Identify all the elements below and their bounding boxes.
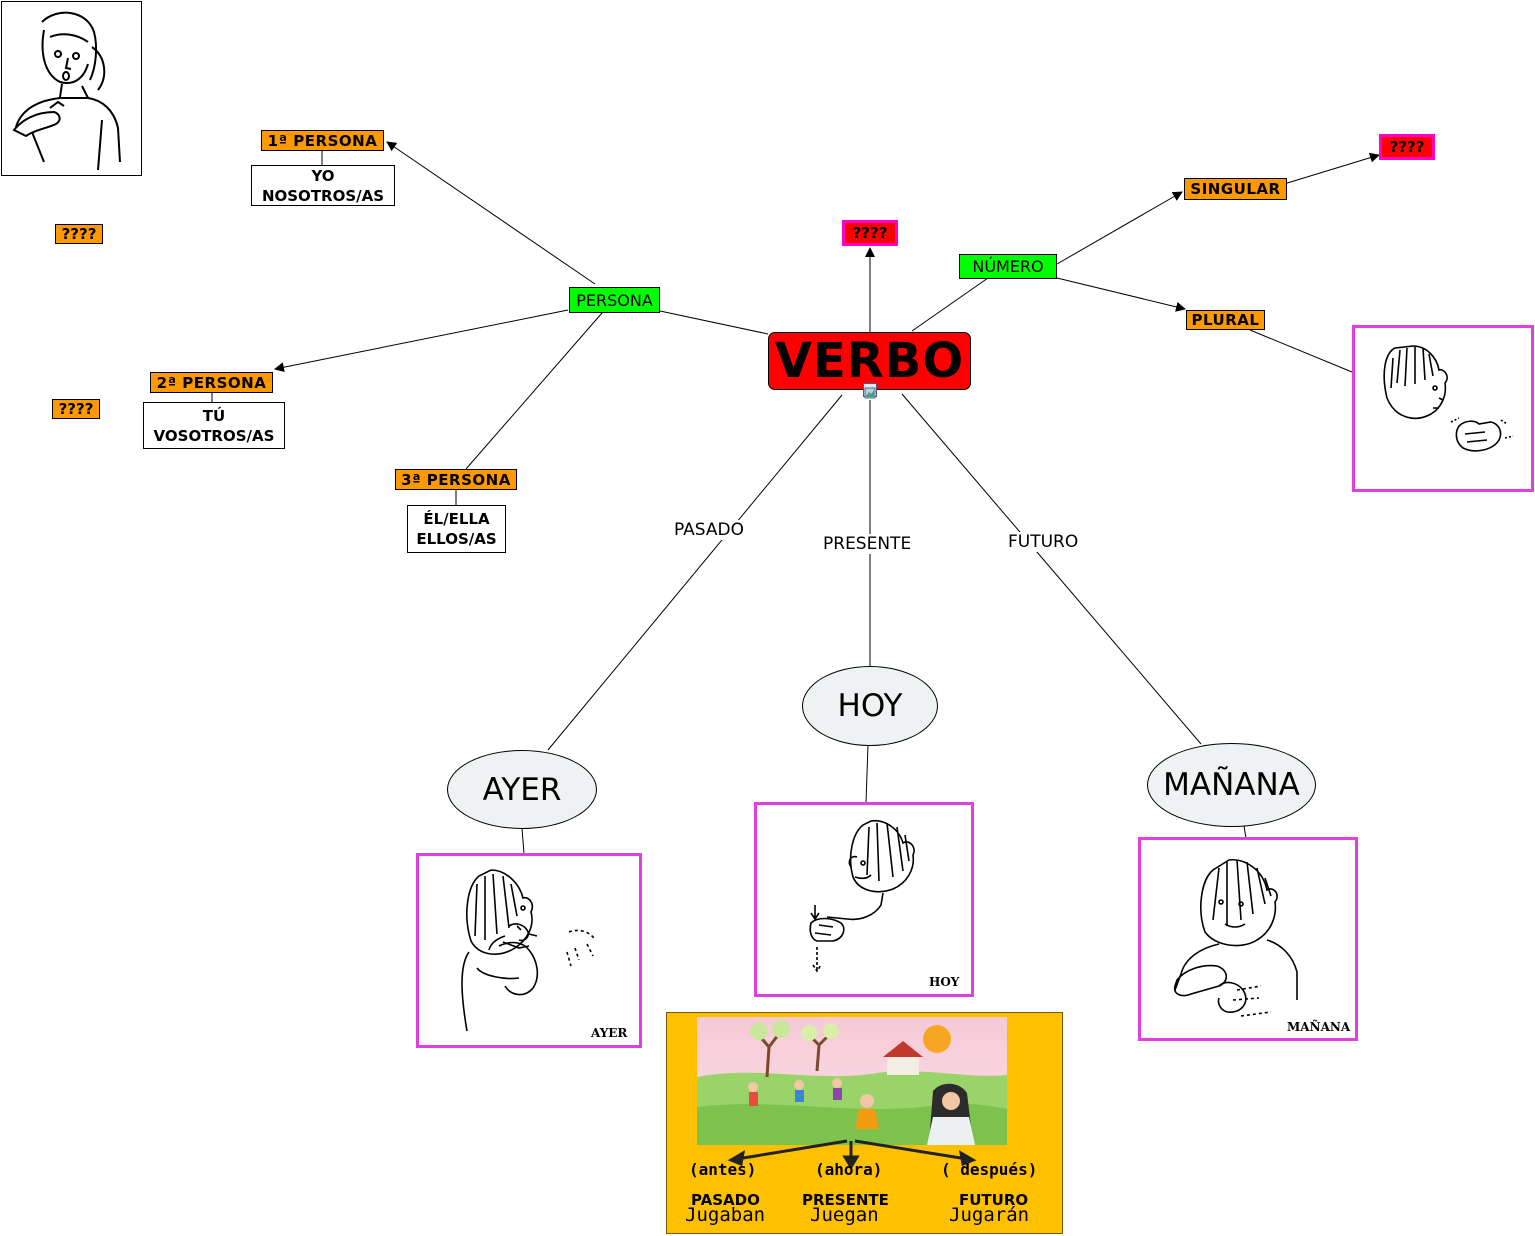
pasado-label: PASADO xyxy=(672,520,747,540)
poster-antes: (antes) xyxy=(689,1160,757,1179)
manana-sign-image: MAÑANA xyxy=(1138,837,1358,1041)
first-person-pronouns: YO NOSOTROS/AS xyxy=(251,165,395,206)
singular-node: SINGULAR xyxy=(1184,178,1287,200)
ayer-node: AYER xyxy=(447,750,597,829)
plural-sign-image xyxy=(1352,325,1534,492)
third-person-line1: ÉL/ELLA xyxy=(423,510,490,528)
second-person-line1: TÚ xyxy=(202,406,226,425)
ayer-sign-image: AYER xyxy=(416,853,642,1048)
numero-node: NÚMERO xyxy=(959,254,1057,279)
plural-sign-drawing xyxy=(1383,345,1514,452)
second-person-node: 2ª PERSONA xyxy=(150,372,273,393)
presente-label: PRESENTE xyxy=(821,534,914,554)
poster-arrows xyxy=(727,1139,977,1170)
third-person-pronouns: ÉL/ELLA ELLOS/AS xyxy=(407,505,506,553)
poster-jugaran: Jugarán xyxy=(949,1204,1030,1226)
children-playing-scene xyxy=(697,1017,1007,1145)
plural-node: PLURAL xyxy=(1186,310,1265,330)
poster-jugaban: Jugaban xyxy=(685,1204,766,1226)
verbo-main-node: VERBO xyxy=(768,332,971,390)
poster-presente: PRESENTE xyxy=(802,1191,889,1209)
poster-despues: ( después) xyxy=(941,1160,1038,1179)
third-person-node: 3ª PERSONA xyxy=(395,469,517,490)
tiempos-poster: (antes) (ahora) ( después) PASADO PRESEN… xyxy=(666,1012,1063,1234)
first-person-line1: YO xyxy=(311,166,335,185)
third-person-line2: ELLOS/AS xyxy=(416,530,497,548)
hoy-sign-caption: HOY xyxy=(929,975,960,989)
hoy-sign-drawing xyxy=(809,819,915,973)
poster-futuro: FUTURO xyxy=(959,1191,1029,1209)
first-person-line2: NOSOTROS/AS xyxy=(261,186,385,205)
ayer-sign-caption: AYER xyxy=(591,1026,628,1040)
manana-sign-drawing xyxy=(1173,859,1298,1017)
ayer-sign-drawing xyxy=(461,869,596,1032)
hoy-node: HOY xyxy=(802,666,938,746)
person-sign-image xyxy=(1,1,142,176)
manana-node: MAÑANA xyxy=(1147,743,1316,827)
first-person-node: 1ª PERSONA xyxy=(261,130,384,151)
poster-ahora: (ahora) xyxy=(815,1160,883,1179)
unknown-box-singular: ???? xyxy=(1379,134,1435,160)
hoy-sign-image: HOY xyxy=(754,802,974,997)
image-link-icon[interactable] xyxy=(863,383,877,399)
person-sign-drawing xyxy=(12,11,121,171)
poster-pasado: PASADO xyxy=(691,1191,760,1209)
futuro-label: FUTURO xyxy=(1006,532,1081,552)
unknown-box-left-top: ???? xyxy=(55,224,103,244)
second-person-line2: VOSOTROS/AS xyxy=(153,426,275,445)
unknown-box-left-mid: ???? xyxy=(52,399,100,419)
second-person-pronouns: TÚ VOSOTROS/AS xyxy=(143,402,285,449)
persona-node: PERSONA xyxy=(569,287,660,313)
poster-juegan: Juegan xyxy=(810,1204,879,1226)
unknown-box-top: ???? xyxy=(842,220,898,246)
manana-sign-caption: MAÑANA xyxy=(1287,1020,1351,1034)
